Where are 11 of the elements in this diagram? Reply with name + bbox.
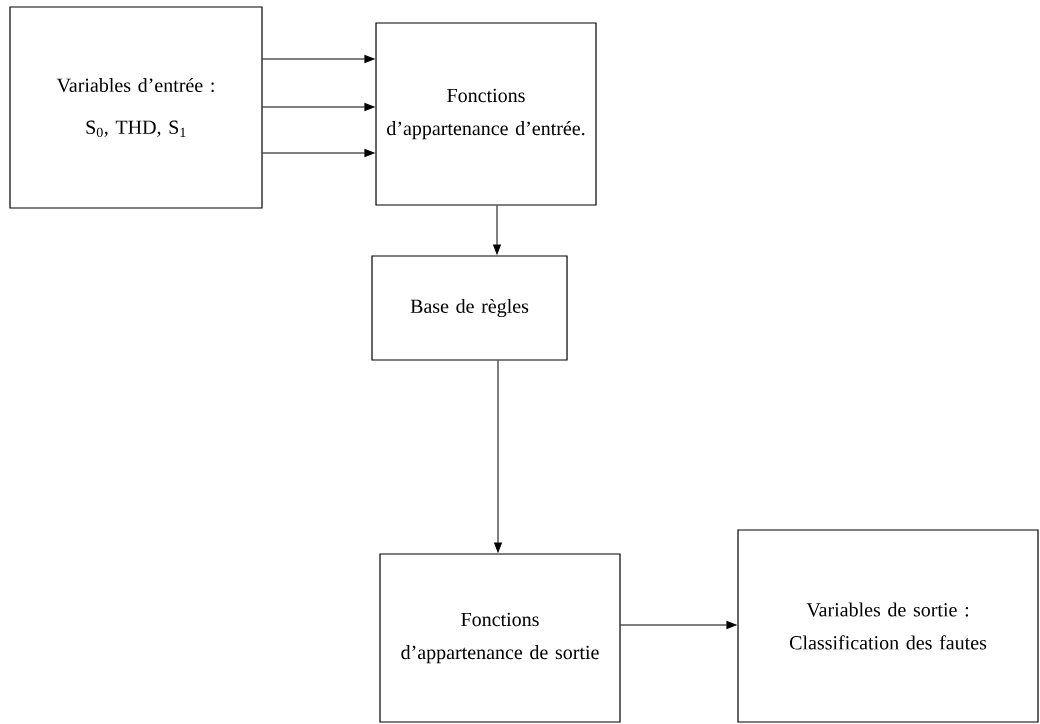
process-box: Fonctions d’appartenance de sortie [379,553,621,723]
arrow [493,205,501,255]
process-box: Fonctions d’appartenance d’entrée. [375,22,597,206]
process-box: Variables d’entrée : S$_{0}$, THD, S$_{1}$ [9,6,263,209]
arrow [262,55,375,63]
process-box: Base de règles [371,255,568,361]
arrow [494,360,502,553]
process-box: Variables de sortie : Classification des fautes [737,529,1039,723]
arrow [262,103,375,111]
arrow [620,621,737,629]
arrow [262,149,375,157]
